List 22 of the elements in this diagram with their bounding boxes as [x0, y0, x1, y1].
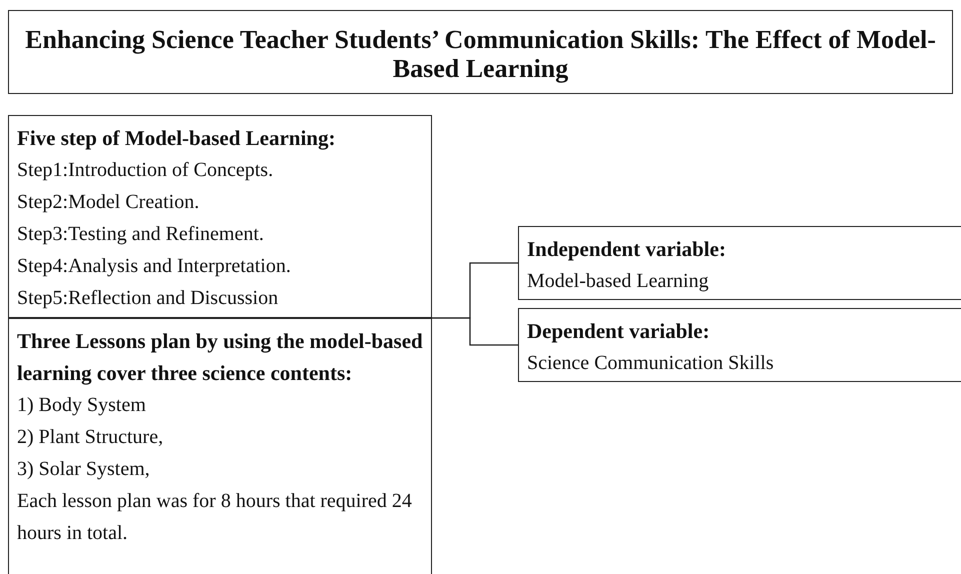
- text: Step1:Introduction of Concepts.: [17, 158, 274, 183]
- text: 2) Plant Structure,: [17, 425, 164, 450]
- heading: Three Lessons plan by using the model-based learning cover three science contents:: [17, 328, 423, 387]
- text-box: [8, 115, 432, 318]
- text-box: [8, 318, 432, 574]
- heading: Dependent variable:: [527, 318, 711, 345]
- title: Enhancing Science Teacher Students’ Communication Skills: The Effect of Model-Based Learning: [24, 25, 937, 83]
- text: Step4:Analysis and Interpretation.: [17, 254, 292, 279]
- title-box: [8, 10, 953, 94]
- heading: Five step of Model-based Learning:: [17, 125, 336, 152]
- text-box: [518, 226, 961, 300]
- text: Science Communication Skills: [527, 351, 775, 376]
- text-box: [518, 308, 961, 382]
- text: Each lesson plan was for 8 hours that required 24 hours in total.: [17, 489, 413, 546]
- text: Step5:Reflection and Discussion: [17, 286, 280, 311]
- text: Step2:Model Creation.: [17, 190, 200, 215]
- text: Step3:Testing and Refinement.: [17, 222, 265, 247]
- text: 1) Body System: [17, 393, 147, 418]
- text: Model-based Learning: [527, 269, 710, 294]
- heading: Independent variable:: [527, 236, 727, 263]
- connector-line: [432, 317, 518, 346]
- text: 3) Solar System,: [17, 457, 151, 482]
